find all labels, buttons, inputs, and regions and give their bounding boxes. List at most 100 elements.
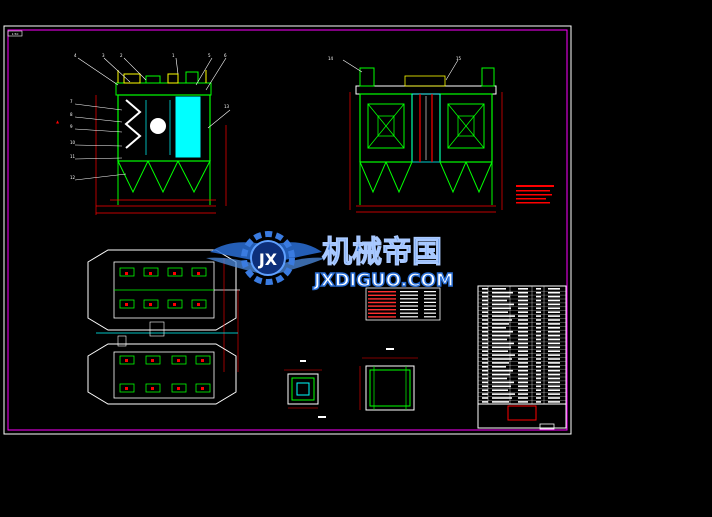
bom-cell bbox=[482, 334, 488, 337]
front-view: ▲ bbox=[56, 57, 231, 215]
bom-cell bbox=[548, 291, 560, 294]
inner-border bbox=[7, 29, 568, 431]
bom-cell bbox=[492, 346, 511, 349]
bom-cell bbox=[482, 354, 488, 356]
watermark-logo-letters: JX bbox=[258, 250, 278, 269]
side-callout-label: 14 bbox=[328, 56, 334, 61]
bom-cell bbox=[482, 338, 488, 341]
bom-cell bbox=[482, 327, 488, 329]
bom-cell bbox=[536, 358, 541, 360]
detail-view-b bbox=[359, 348, 418, 411]
bom-cell bbox=[492, 397, 512, 399]
front-callout-label: 13 bbox=[224, 104, 230, 109]
side-callout-label: 15 bbox=[456, 56, 462, 61]
bom-cell bbox=[492, 373, 510, 376]
bom-cell bbox=[482, 303, 488, 306]
bom-cell bbox=[482, 299, 488, 302]
mid-table-cell bbox=[368, 301, 396, 304]
bom-cell bbox=[518, 330, 528, 333]
bom-cell bbox=[492, 315, 515, 317]
bom-cell bbox=[482, 346, 488, 349]
detail-view-a bbox=[284, 360, 326, 418]
title-block-name bbox=[507, 405, 537, 421]
bom-cell bbox=[536, 291, 541, 294]
bom-cell bbox=[536, 327, 541, 329]
bom-cell bbox=[518, 354, 528, 356]
bom-cell bbox=[482, 385, 488, 388]
bom-cell bbox=[518, 334, 528, 337]
front-callout-label: 2 bbox=[120, 53, 123, 58]
bom-cell bbox=[492, 307, 511, 310]
bom-cell bbox=[492, 381, 514, 384]
bom-cell bbox=[548, 295, 560, 298]
bom-cell bbox=[548, 354, 560, 356]
bom-cell bbox=[518, 369, 528, 372]
bom-cell bbox=[518, 362, 528, 364]
bom-cell bbox=[482, 397, 488, 399]
bom-cell bbox=[482, 350, 488, 352]
bom-cell bbox=[482, 389, 488, 391]
bom-cell bbox=[518, 377, 528, 380]
bom-cell bbox=[492, 385, 511, 388]
bom-cell bbox=[536, 381, 541, 384]
mid-table-cell bbox=[400, 305, 418, 307]
mid-table-cell bbox=[368, 298, 396, 300]
bom-cell bbox=[482, 401, 488, 403]
bom-cell bbox=[536, 307, 541, 310]
bom-cell bbox=[492, 366, 506, 368]
bom-cell bbox=[548, 319, 560, 321]
bom-cell bbox=[536, 303, 541, 306]
bom-cell bbox=[548, 307, 560, 310]
bom-cell bbox=[482, 377, 488, 380]
mid-table-cell bbox=[424, 305, 436, 307]
bom-cell bbox=[518, 401, 528, 403]
bom-cell bbox=[518, 299, 528, 302]
bom-cell bbox=[492, 319, 512, 321]
bom-cell bbox=[536, 389, 541, 391]
bom-cell bbox=[536, 385, 541, 388]
mid-table-cell bbox=[368, 316, 396, 318]
bom-cell bbox=[548, 303, 560, 306]
bom-cell bbox=[518, 291, 528, 294]
bom-cell bbox=[518, 307, 528, 310]
bom-cell bbox=[492, 369, 513, 372]
bom-cell bbox=[548, 346, 560, 349]
bom-cell bbox=[548, 369, 560, 372]
plan-view-upper bbox=[87, 249, 240, 372]
mid-table-cell bbox=[424, 301, 436, 303]
mid-table-cell bbox=[424, 312, 436, 314]
bom-cell bbox=[548, 330, 560, 333]
detail-a-outline bbox=[287, 373, 319, 405]
bom-cell bbox=[492, 377, 507, 380]
bom-cell bbox=[518, 288, 528, 290]
bom-cell bbox=[492, 354, 515, 356]
bom-cell bbox=[548, 358, 560, 360]
bom-cell bbox=[536, 350, 541, 352]
watermark-brand-cn: 机械帝国 bbox=[322, 235, 442, 270]
bom-cell bbox=[548, 393, 560, 395]
bom-cell bbox=[492, 342, 514, 345]
sheet-tag bbox=[7, 30, 23, 37]
bom-cell bbox=[482, 369, 488, 372]
bom-cell bbox=[536, 401, 541, 403]
bom-cell bbox=[482, 288, 488, 290]
bom-cell bbox=[536, 319, 541, 321]
plan-outline-lower bbox=[87, 343, 237, 405]
mid-table-cell bbox=[368, 291, 396, 293]
bom-cell bbox=[492, 295, 510, 298]
bom-title-block bbox=[477, 285, 567, 430]
mid-table-cell bbox=[368, 294, 396, 296]
bom-cell bbox=[482, 393, 488, 395]
bom-cell bbox=[492, 338, 507, 341]
bom-cell bbox=[548, 366, 560, 368]
bom-cell bbox=[536, 334, 541, 337]
bom-cell bbox=[518, 315, 528, 317]
bom-cell bbox=[518, 303, 528, 306]
sheet-tag-label: 1:50 bbox=[12, 32, 19, 36]
mid-table-cell bbox=[400, 316, 418, 318]
bom-cell bbox=[492, 350, 508, 352]
bom-cell bbox=[482, 342, 488, 345]
bom-cell bbox=[492, 389, 508, 391]
